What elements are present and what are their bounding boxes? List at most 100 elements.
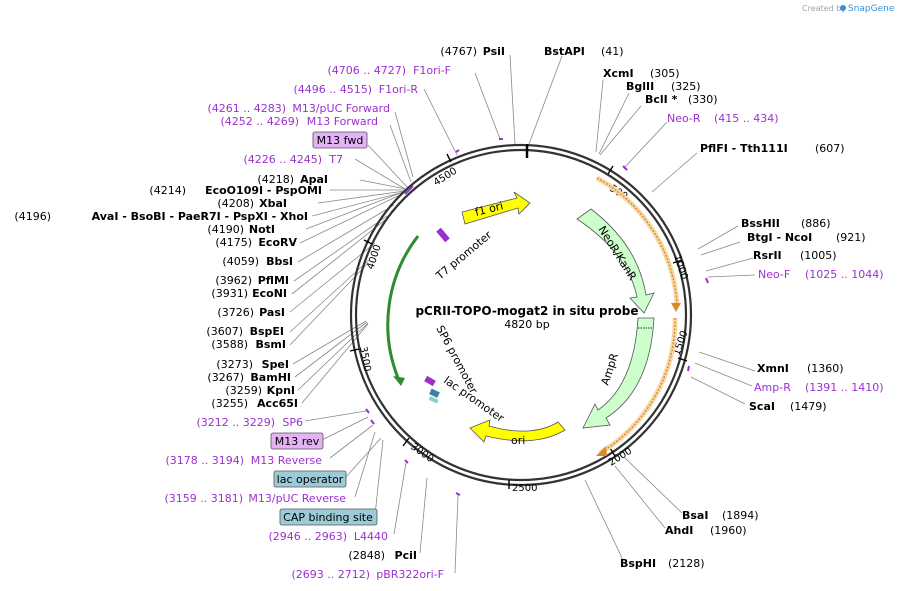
primer-neo-r-pos: (415 .. 434) bbox=[714, 112, 779, 125]
site-xmni: XmnI bbox=[757, 362, 789, 375]
primer-neo-f-pos: (1025 .. 1044) bbox=[805, 268, 884, 281]
site-xcmi-pos: (305) bbox=[650, 67, 680, 80]
site-eco-pos: (4214) bbox=[149, 184, 186, 197]
site-pflmi: PflMI bbox=[258, 274, 289, 287]
backbone-inner bbox=[354, 148, 688, 482]
site-acc65i-pos: (3255) bbox=[211, 397, 248, 410]
credit-prefix: Created by bbox=[802, 4, 846, 13]
site-bsshii-pos: (886) bbox=[801, 217, 831, 230]
primer-m13-forward-pos: (4252 .. 4269) bbox=[220, 115, 299, 128]
site-bsphi: BspHI bbox=[620, 557, 656, 570]
orf-neor bbox=[596, 177, 678, 306]
site-eco: EcoO109I - PspOMI bbox=[205, 184, 322, 197]
tick-label-2500: 2500 bbox=[512, 483, 537, 494]
site-kpni: KpnI bbox=[267, 384, 295, 397]
site-apai-pos: (4218) bbox=[257, 173, 294, 186]
promoter-glyphs bbox=[424, 227, 450, 404]
primer-l4440-pos: (2946 .. 2963) bbox=[268, 530, 347, 543]
box-lac-operator: lac operator bbox=[273, 470, 347, 488]
box-m13-fwd-label: M13 fwd bbox=[317, 134, 364, 147]
feature-ori: ori bbox=[469, 419, 566, 447]
site-bstapi-pos: (41) bbox=[601, 45, 624, 58]
box-cap-binding-site: CAP binding site bbox=[279, 508, 378, 526]
site-ahdi: AhdI bbox=[665, 524, 693, 537]
site-psii-pos: (4767) bbox=[440, 45, 477, 58]
tick-label-4000: 4000 bbox=[365, 243, 383, 271]
primer-pbr322ori-f-pos: (2693 .. 2712) bbox=[291, 568, 370, 581]
ori-label: ori bbox=[511, 434, 525, 447]
site-econi-pos: (3931) bbox=[211, 287, 248, 300]
site-rsrii: RsrII bbox=[753, 249, 782, 262]
site-bspei-pos: (3607) bbox=[206, 325, 243, 338]
primer-l4440: L4440 bbox=[354, 530, 388, 543]
site-btgi: BtgI - NcoI bbox=[747, 231, 812, 244]
site-bcli: BclI * bbox=[645, 93, 678, 106]
site-avai: AvaI - BsoBI - PaeR7I - PspXI - XhoI bbox=[92, 210, 308, 223]
site-bsai: BsaI bbox=[682, 509, 708, 522]
primer-m13puc-rev: M13/pUC Reverse bbox=[248, 492, 346, 505]
site-apai: ApaI bbox=[300, 173, 328, 186]
site-btgi-pos: (921) bbox=[836, 231, 866, 244]
tick-label-3000: 3000 bbox=[408, 441, 435, 465]
tick-marks bbox=[349, 153, 688, 489]
site-xbai-pos: (4208) bbox=[217, 197, 254, 210]
site-bsshii: BssHII bbox=[741, 217, 780, 230]
box-m13-rev-label: M13 rev bbox=[275, 435, 320, 448]
site-kpni-pos: (3259) bbox=[225, 384, 262, 397]
feature-neor: NeoR/KanR bbox=[576, 208, 655, 314]
site-bstapi: BstAPI bbox=[544, 45, 585, 58]
site-noti-pos: (4190) bbox=[207, 223, 244, 236]
primer-m13puc-fwd: M13/pUC Forward bbox=[292, 102, 390, 115]
site-spei-pos: (3273) bbox=[216, 358, 253, 371]
credit-brand: SnapGene bbox=[848, 4, 895, 14]
snapgene-credit: Created by SnapGene bbox=[802, 4, 895, 14]
primer-m13-reverse-pos: (3178 .. 3194) bbox=[165, 454, 244, 467]
site-ecorv: EcoRV bbox=[258, 236, 297, 249]
site-xcmi: XcmI bbox=[603, 67, 634, 80]
backbone-outer bbox=[349, 143, 693, 487]
site-bsphi-pos: (2128) bbox=[668, 557, 705, 570]
box-cap-binding-site-label: CAP binding site bbox=[283, 511, 373, 524]
primer-m13-reverse: M13 Reverse bbox=[251, 454, 322, 467]
primer-f1ori-f: F1ori-F bbox=[413, 64, 451, 77]
site-xbai: XbaI bbox=[259, 197, 287, 210]
site-pcii: PciI bbox=[395, 549, 417, 562]
site-scai: ScaI bbox=[749, 400, 775, 413]
site-pflmi-pos: (3962) bbox=[215, 274, 252, 287]
lac-region-arrow-icon bbox=[393, 376, 405, 386]
site-rsrii-pos: (1005) bbox=[800, 249, 837, 262]
site-econi: EcoNI bbox=[252, 287, 287, 300]
ampr-label: AmpR bbox=[598, 351, 621, 387]
site-xmni-pos: (1360) bbox=[807, 362, 844, 375]
box-lac-operator-label: lac operator bbox=[277, 473, 344, 486]
site-noti: NotI bbox=[249, 223, 275, 236]
snapgene-logo-icon bbox=[840, 5, 846, 11]
plasmid-size: 4820 bp bbox=[504, 318, 549, 331]
site-pflfi: PflFI - Tth111I bbox=[700, 142, 788, 155]
primer-neo-f: Neo-F bbox=[758, 268, 790, 281]
site-bsmi-pos: (3588) bbox=[211, 338, 248, 351]
site-bglii-pos: (325) bbox=[671, 80, 701, 93]
site-bglii: BglII bbox=[626, 80, 654, 93]
neor-label: NeoR/KanR bbox=[595, 224, 639, 283]
site-pflfi-pos: (607) bbox=[815, 142, 845, 155]
orf-ampr bbox=[599, 317, 676, 454]
site-ahdi-pos: (1960) bbox=[710, 524, 747, 537]
orf-ampr-arrow-icon bbox=[596, 446, 607, 456]
primer-amp-r-pos: (1391 .. 1410) bbox=[805, 381, 884, 394]
leader-lines bbox=[289, 54, 756, 574]
primer-m13puc-rev-pos: (3159 .. 3181) bbox=[164, 492, 243, 505]
plasmid-title: pCRII-TOPO-mogat2 in situ probe bbox=[415, 304, 638, 318]
primer-sp6-pos: (3212 .. 3229) bbox=[196, 416, 275, 429]
primer-t7-pos: (4226 .. 4245) bbox=[243, 153, 322, 166]
primer-f1ori-r-pos: (4496 .. 4515) bbox=[293, 83, 372, 96]
site-pcii-pos: (2848) bbox=[348, 549, 385, 562]
site-avai-pos: (4196) bbox=[14, 210, 51, 223]
site-spei: SpeI bbox=[262, 358, 289, 371]
box-m13-rev: M13 rev bbox=[270, 432, 324, 450]
site-bsmi: BsmI bbox=[256, 338, 287, 351]
site-ecorv-pos: (4175) bbox=[215, 236, 252, 249]
site-scai-pos: (1479) bbox=[790, 400, 827, 413]
lac-region-arc bbox=[386, 235, 420, 379]
